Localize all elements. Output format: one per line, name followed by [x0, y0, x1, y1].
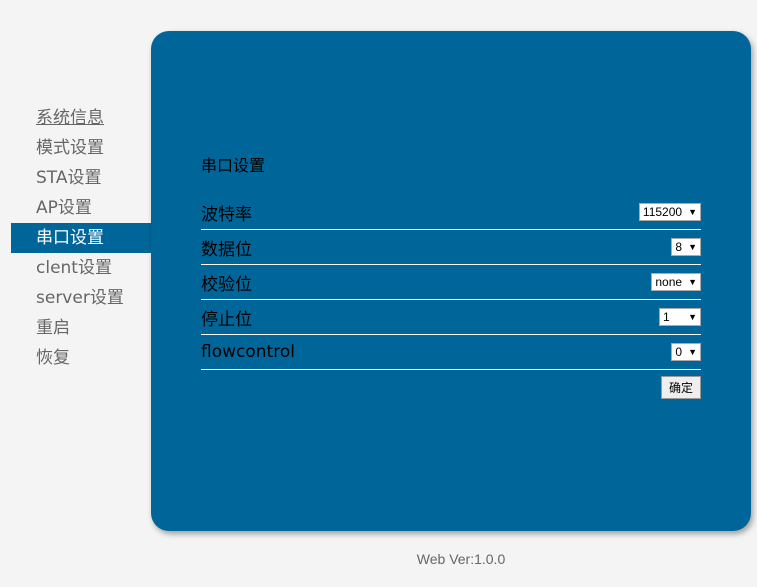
parity-select[interactable]: none ▼	[651, 273, 701, 291]
value: none	[655, 275, 683, 289]
row-baud-rate: 波特率 115200 ▼	[201, 195, 701, 230]
dropdown-arrow-icon: ▼	[688, 347, 697, 357]
dropdown-arrow-icon: ▼	[688, 242, 697, 252]
flow-control-select[interactable]: 0▼	[671, 343, 701, 361]
nav-sta-settings[interactable]: STA设置	[36, 168, 102, 188]
nav-mode-settings[interactable]: 模式设置	[36, 138, 104, 158]
row-parity: 校验位 none ▼	[201, 265, 701, 300]
value: 0	[675, 345, 683, 359]
baud-rate-select[interactable]: 115200 ▼	[638, 203, 701, 221]
nav-system-info[interactable]: 系统信息	[36, 108, 104, 128]
stop-bits-select[interactable]: 1▼	[659, 308, 701, 326]
nav-serial-settings[interactable]: 串口设置	[11, 223, 151, 253]
sidebar-nav: 系统信息 模式设置 STA设置 AP设置 串口设置 clent设置 server…	[11, 103, 151, 373]
data-bits-select[interactable]: 8▼	[671, 238, 701, 256]
dropdown-arrow-icon: ▼	[688, 312, 697, 322]
label: 校验位	[201, 274, 252, 295]
label: 停止位	[201, 309, 252, 330]
label: 波特率	[201, 204, 252, 225]
page-title: 串口设置	[201, 156, 266, 175]
label: 数据位	[201, 239, 252, 260]
value: 8	[675, 240, 683, 254]
confirm-button[interactable]: 确定	[660, 376, 701, 399]
value: 1	[663, 310, 670, 324]
label: flowcontrol	[201, 342, 295, 362]
nav-server-settings[interactable]: server设置	[36, 288, 124, 308]
version-text: Web Ver:1.0.0	[416, 551, 506, 567]
value: 115200	[642, 205, 683, 219]
nav-ap-settings[interactable]: AP设置	[36, 198, 92, 218]
nav-client-settings[interactable]: clent设置	[36, 258, 112, 278]
dropdown-arrow-icon: ▼	[688, 207, 697, 217]
dropdown-arrow-icon: ▼	[688, 277, 697, 287]
nav-restore[interactable]: 恢复	[36, 348, 70, 368]
nav-restart[interactable]: 重启	[36, 318, 70, 338]
